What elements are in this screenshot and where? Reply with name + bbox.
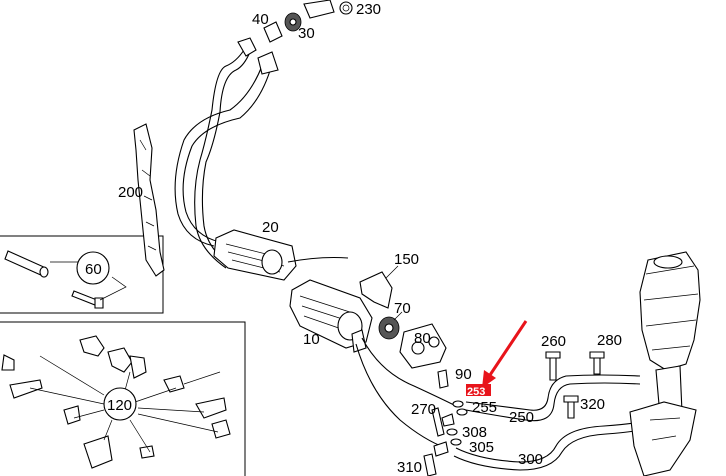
air-spring-strut — [629, 251, 701, 476]
label-270: 270 — [411, 401, 436, 418]
ring-305 — [450, 438, 462, 446]
cable-left-b — [201, 51, 251, 267]
damper-70 — [378, 316, 400, 340]
leader-150 — [385, 265, 399, 279]
bolt-310 — [423, 453, 437, 476]
leaders-120 — [29, 355, 219, 453]
hose-a — [361, 337, 457, 407]
label-40: 40 — [252, 11, 269, 28]
highlight-253 — [466, 384, 491, 396]
label-30: 30 — [298, 25, 315, 42]
bracket-150 — [359, 271, 393, 309]
bolt-320 — [567, 399, 575, 419]
air-supply-unit-10 — [289, 279, 373, 353]
line-20 — [287, 256, 349, 263]
part-30 — [284, 12, 302, 32]
callout-circle-60 — [76, 251, 110, 285]
label-120: 120 — [107, 397, 132, 414]
bolt-260 — [549, 355, 557, 381]
bolt-260-head — [545, 351, 561, 359]
cable-left — [194, 49, 245, 269]
air-line-300-b — [453, 427, 653, 471]
bolt-320-head — [563, 395, 579, 403]
label-310: 310 — [397, 459, 422, 476]
label-308: 308 — [462, 424, 487, 441]
label-200: 200 — [118, 184, 143, 201]
fitting-left-b — [433, 441, 449, 457]
bolt-270 — [431, 407, 445, 437]
label-20: 20 — [262, 219, 279, 236]
ring-255 — [456, 408, 468, 416]
air-line-250 — [465, 374, 641, 411]
label-60: 60 — [85, 261, 102, 278]
bolt-part — [71, 290, 104, 309]
label-70: 70 — [394, 300, 411, 317]
compressor-20 — [213, 229, 297, 281]
label-260: 260 — [541, 333, 566, 350]
label-255: 255 — [472, 399, 497, 416]
leader-60 — [50, 261, 127, 301]
label-300: 300 — [518, 451, 543, 468]
cable-right-b — [182, 63, 273, 243]
label-305: 305 — [469, 439, 494, 456]
bolt-280 — [593, 355, 601, 375]
connector-40 — [237, 21, 283, 75]
ring-308 — [446, 428, 458, 436]
air-line-300 — [455, 419, 653, 463]
label-320: 320 — [580, 396, 605, 413]
label-150: 150 — [394, 251, 419, 268]
ring-253 — [452, 400, 464, 408]
callout-circle-120 — [103, 387, 137, 421]
label-250: 250 — [509, 409, 534, 426]
mount-80 — [399, 323, 447, 369]
label-10: 10 — [303, 331, 320, 348]
label-230: 230 — [356, 1, 381, 18]
cable-right — [174, 65, 263, 247]
inset-box-120 — [0, 321, 246, 476]
label-90: 90 — [455, 366, 472, 383]
label-280: 280 — [597, 332, 622, 349]
bolt-280-head — [589, 351, 605, 359]
wiring-harness-200 — [133, 123, 165, 277]
fitting-left — [441, 413, 455, 427]
inset-box-60 — [0, 235, 164, 314]
label-80: 80 — [414, 330, 431, 347]
air-line-250-b — [465, 382, 641, 422]
red-arrow-icon — [482, 320, 528, 388]
pin-part — [4, 250, 49, 278]
fitting-90 — [437, 369, 449, 389]
leader-70 — [393, 311, 403, 321]
label-253: 253 — [467, 386, 485, 398]
part-230 — [303, 0, 353, 19]
hose-b — [355, 343, 447, 449]
